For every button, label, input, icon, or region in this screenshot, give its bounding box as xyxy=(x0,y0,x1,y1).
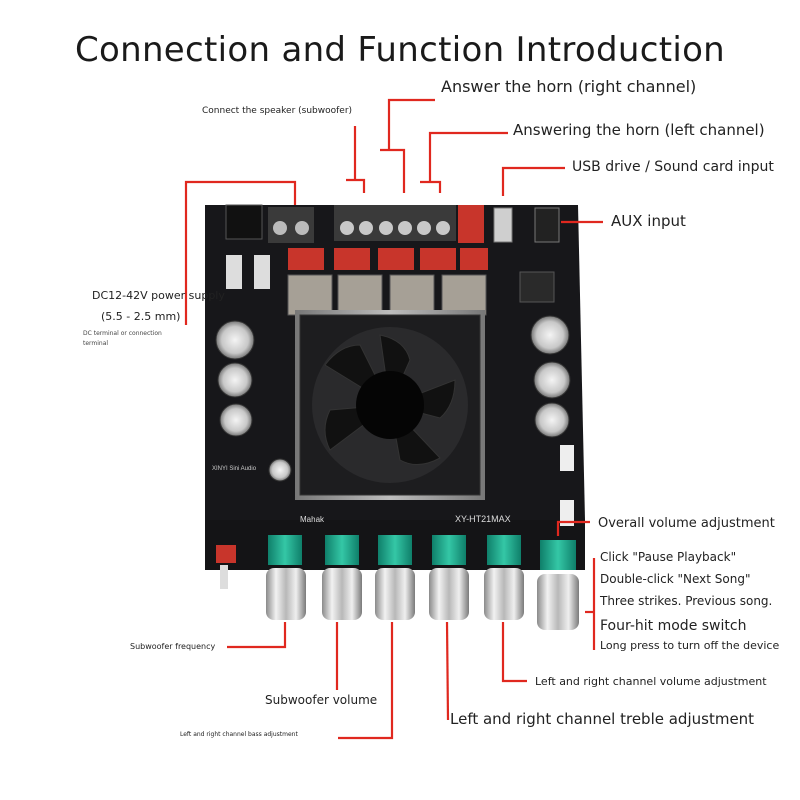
board-model-text: XY-HT21MAX xyxy=(455,514,511,524)
label-aux-input: AUX input xyxy=(611,212,686,230)
aux-jack xyxy=(534,207,560,243)
dc-jack xyxy=(225,204,263,240)
label-power-size: (5.5 - 2.5 mm) xyxy=(101,310,181,323)
red-film-capacitor xyxy=(458,205,484,243)
label-dc-terminal-line2: terminal xyxy=(83,340,109,347)
label-long-press-off: Long press to turn off the device xyxy=(600,639,780,652)
label-subwoofer-speaker: Connect the speaker (subwoofer) xyxy=(202,106,353,116)
label-subwoofer-frequency: Subwoofer frequency xyxy=(130,642,216,651)
label-click-pause: Click "Pause Playback" xyxy=(600,550,737,564)
page-title: Connection and Function Introduction xyxy=(74,30,726,70)
label-overall-volume: Overall volume adjustment xyxy=(598,516,775,531)
label-left-channel: Answering the horn (left channel) xyxy=(513,121,765,139)
label-four-hit-mode: Four-hit mode switch xyxy=(600,618,747,634)
label-lr-bass: Left and right channel bass adjustment xyxy=(180,731,298,738)
board-maker-text: Mahak xyxy=(300,515,325,524)
knob-row xyxy=(266,535,579,630)
label-right-channel: Answer the horn (right channel) xyxy=(441,77,697,96)
label-dc-terminal-line1: DC terminal or connection xyxy=(83,330,162,337)
label-power-supply: DC12-42V power supply xyxy=(92,289,225,302)
board-brand-text: XINYI Sini Audio xyxy=(212,466,257,472)
label-lr-volume: Left and right channel volume adjustment xyxy=(535,675,767,688)
label-usb-input: USB drive / Sound card input xyxy=(572,159,774,175)
label-subwoofer-volume: Subwoofer volume xyxy=(265,693,378,707)
label-lr-treble: Left and right channel treble adjustment xyxy=(450,710,755,728)
label-three-strikes-prev: Three strikes. Previous song. xyxy=(600,594,773,608)
label-double-click-next: Double-click "Next Song" xyxy=(600,572,751,586)
fan-hub xyxy=(356,371,424,439)
speaker-terminal-block xyxy=(334,205,456,241)
usb-port xyxy=(493,207,513,243)
